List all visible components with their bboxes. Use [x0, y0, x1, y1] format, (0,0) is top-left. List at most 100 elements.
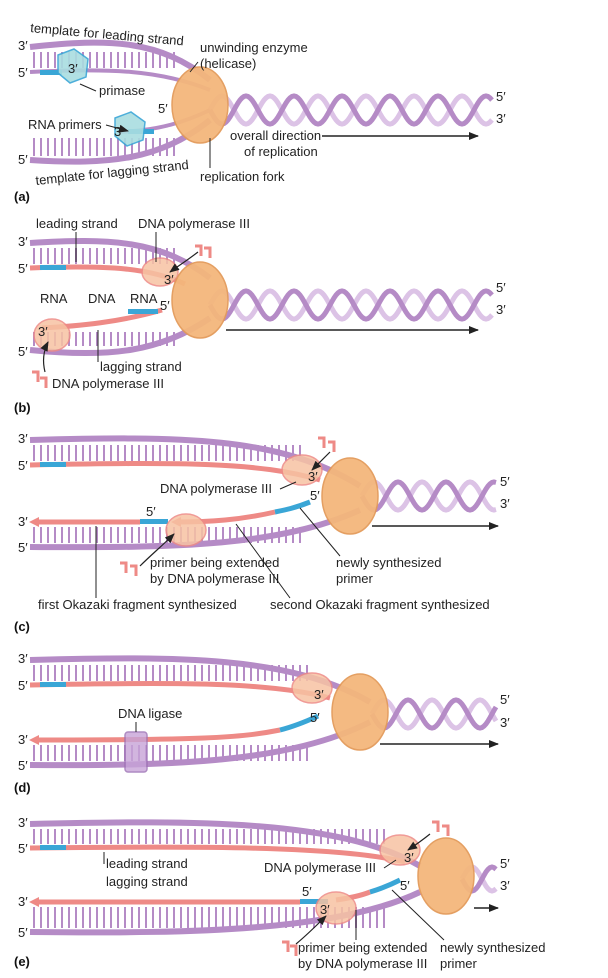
end-label-c1: 3′: [18, 431, 28, 446]
end-label-e3: 3′: [18, 894, 28, 909]
end-label-b5: 5′: [160, 298, 170, 313]
label-leading-strand-b: leading strand: [36, 216, 118, 231]
helix-a: [207, 93, 494, 127]
leader-helicase: [189, 61, 199, 73]
panel-letter-b: (b): [14, 400, 31, 415]
leader-newly-e: [391, 889, 445, 941]
end-label-c4: 5′: [18, 540, 28, 555]
panel-d: 3′ 5′ 3′ 5′ 3′ 5′ 5′ 3′ DNA ligase (d): [14, 651, 510, 795]
label-newly-c1: newly synthesized: [336, 555, 442, 570]
end-label-e4: 5′: [18, 925, 28, 940]
template-bottom-e: [29, 889, 422, 936]
helicase-a: [171, 66, 229, 144]
end-label-d8: 3′: [500, 715, 510, 730]
nucleotide-arrow-b2: [40, 341, 49, 373]
rna-okazaki-1-c: [140, 519, 168, 524]
rna-lagging-d: [279, 713, 320, 733]
label-rna2-b: RNA: [130, 291, 158, 306]
leading-new-d: [29, 680, 331, 701]
end-label-e2: 5′: [18, 841, 28, 856]
panel-e: 3′ 5′ 3′ 5′ 3′ 5′ 3′ 5′ 5′ 3′ leading st…: [14, 815, 546, 971]
label-lagging-strand-b: lagging strand: [100, 359, 182, 374]
rna-leading-d: [40, 682, 66, 687]
end-label-d7: 5′: [500, 692, 510, 707]
leader-primase: [79, 83, 97, 92]
end-label-d5: 3′: [314, 687, 324, 702]
nucleotide-arrow-e1: [407, 833, 431, 851]
panel-letter-e: (e): [14, 954, 30, 969]
end-label-a6: 5′: [158, 101, 168, 116]
nucleotide-icon-e2: [282, 940, 298, 956]
rna-okazaki-2-c: [274, 499, 311, 515]
panel-b: 3′ 5′ 5′ 3′ 5′ 3′ 5′ 3′ leading strand D…: [14, 216, 506, 415]
end-label-d1: 3′: [18, 651, 28, 666]
helix-b: [207, 288, 494, 322]
label-direction-1: overall direction: [230, 128, 321, 143]
label-leading-strand-e: leading strand: [106, 856, 188, 871]
end-label-d2: 5′: [18, 678, 28, 693]
template-bottom-c: [29, 507, 362, 551]
label-newly-e2: primer: [440, 956, 478, 971]
panel-letter-c: (c): [14, 619, 30, 634]
end-label-c5: 3′: [308, 469, 318, 484]
label-helicase-2: (helicase): [200, 56, 256, 71]
end-label-b4: 3′: [164, 272, 174, 287]
primase-lagging: [114, 111, 146, 147]
end-label-e7: 3′: [320, 902, 330, 917]
end-label-e10: 3′: [500, 878, 510, 893]
label-direction-2: of replication: [244, 144, 318, 159]
primase-leading: [57, 48, 89, 84]
nucleotide-arrow-b1: [169, 251, 199, 273]
label-ligase: DNA ligase: [118, 706, 182, 721]
leader-newly-c: [299, 507, 341, 557]
label-first-okazaki: first Okazaki fragment synthesized: [38, 597, 237, 612]
rna-leading-c: [40, 462, 66, 467]
helicase-e: [417, 837, 475, 915]
end-label-b2: 5′: [18, 261, 28, 276]
label-pol3-bottom-b: DNA polymerase III: [52, 376, 164, 391]
panel-a: 3′ 5′ 5′ 3′ 3′ 5′ 5′ 3′ template for lea…: [14, 20, 506, 204]
nucleotide-icon-b1: [195, 244, 212, 258]
end-label-e6: 5′: [302, 884, 312, 899]
label-helicase-1: unwinding enzyme: [200, 40, 308, 55]
end-label-c9: 3′: [500, 496, 510, 511]
helix-strand: [207, 288, 494, 322]
leader-pol3-c: [279, 481, 297, 490]
end-label-c8: 5′: [500, 474, 510, 489]
lagging-joined-d: [29, 727, 281, 745]
helicase-d: [331, 673, 389, 751]
pol3-leading-d: [291, 672, 333, 704]
end-label-d6: 5′: [310, 710, 320, 725]
template-top-d: [29, 655, 372, 705]
rna-lagging-b: [128, 309, 158, 314]
helix-strand: [359, 479, 497, 513]
helix-strand: [359, 479, 497, 513]
label-newly-c2: primer: [336, 571, 374, 586]
end-label-a1: 3′: [18, 38, 28, 53]
label-rna1-b: RNA: [40, 291, 68, 306]
rna-leading-b: [40, 265, 66, 270]
end-label-e9: 5′: [500, 856, 510, 871]
end-label-b8: 3′: [496, 302, 506, 317]
label-primer-ext-c1: primer being extended: [150, 555, 279, 570]
rna-lagging-e2: [369, 877, 402, 895]
template-leading-a: [29, 39, 212, 83]
label-pol3-c: DNA polymerase III: [160, 481, 272, 496]
label-primer-ext-e2: by DNA polymerase III: [298, 956, 427, 971]
label-primase: primase: [99, 83, 145, 98]
rna-lagging-e1: [300, 899, 328, 904]
nucleotide-arrow-c2: [139, 533, 175, 567]
label-newly-e1: newly synthesized: [440, 940, 546, 955]
helix-c: [359, 479, 497, 513]
leader-pol3-e: [383, 859, 397, 869]
base-pairs-e: [33, 829, 385, 928]
end-label-a2: 5′: [18, 65, 28, 80]
label-pol3-top-b: DNA polymerase III: [138, 216, 250, 231]
label-second-okazaki: second Okazaki fragment synthesized: [270, 597, 490, 612]
label-lagging-strand-e: lagging strand: [106, 874, 188, 889]
label-dna-b: DNA: [88, 291, 116, 306]
leading-new-c: [29, 461, 321, 483]
label-primer-ext-e1: primer being extended: [298, 940, 427, 955]
